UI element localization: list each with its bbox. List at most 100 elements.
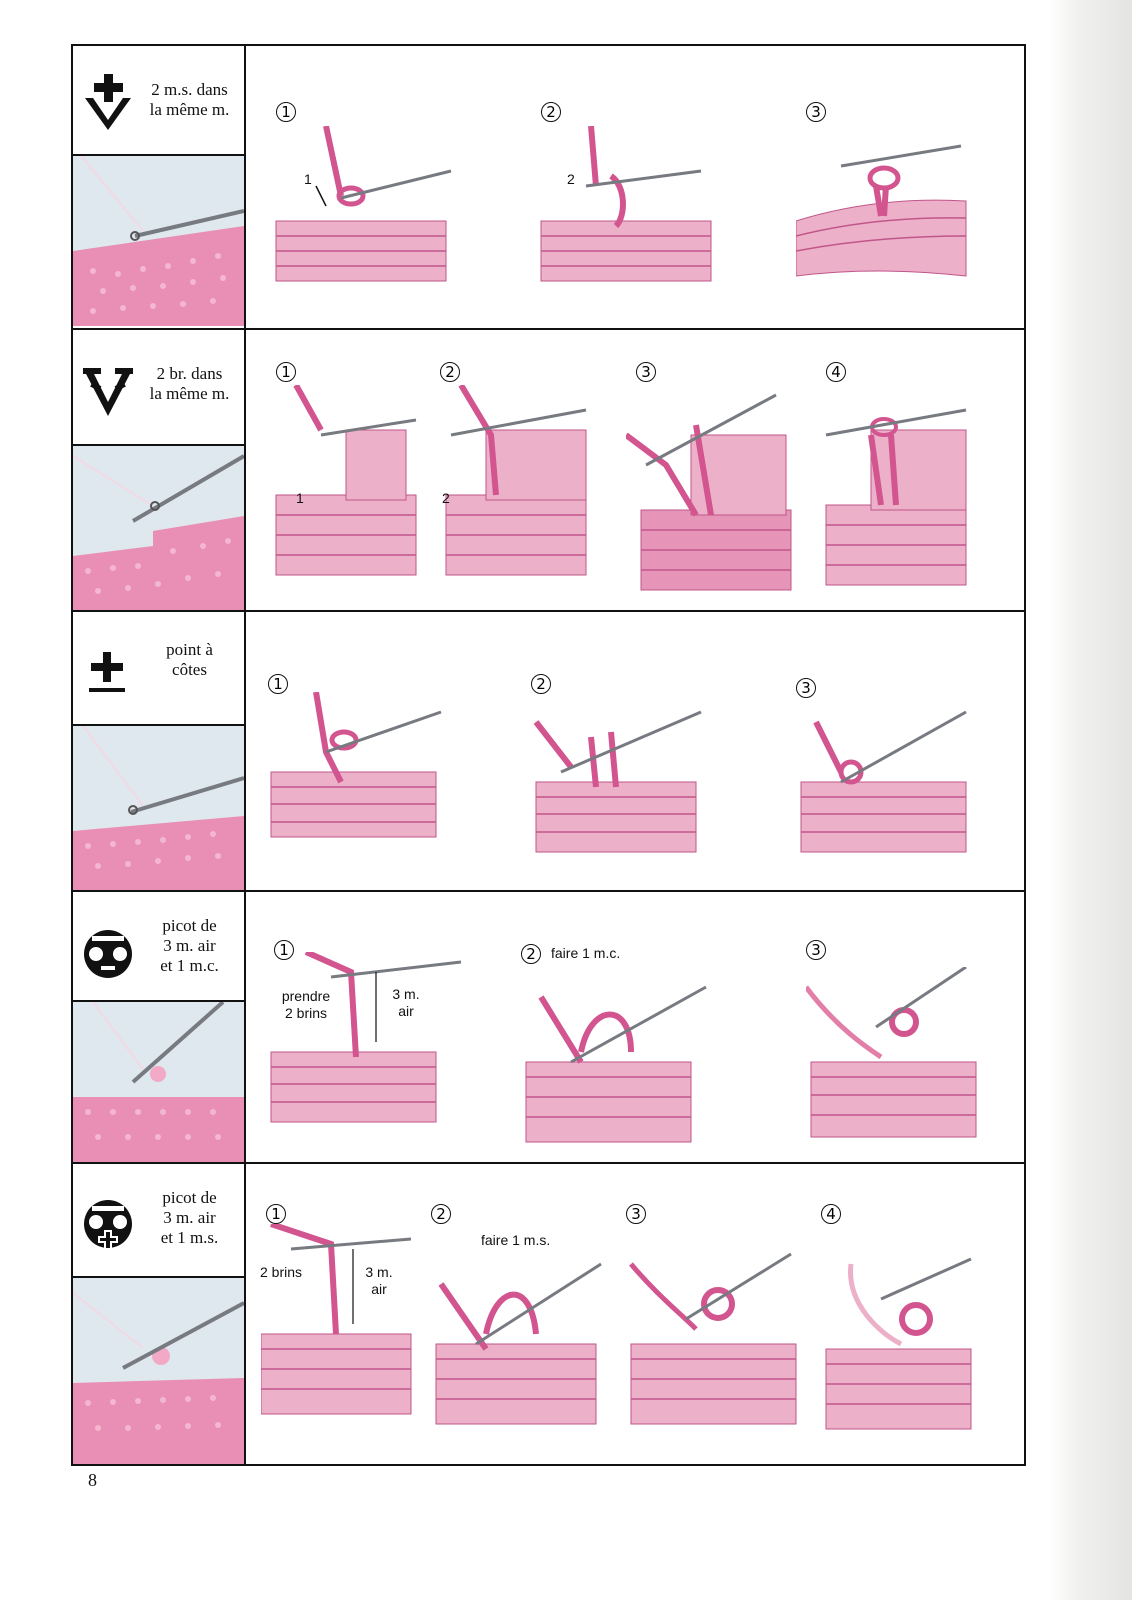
label-line: et 1 m.c. xyxy=(160,956,219,975)
note-line: 2 brins xyxy=(259,1264,303,1280)
symbol-box: 2 m.s. dans la même m. xyxy=(73,46,244,156)
label-line: 2 m.s. dans xyxy=(151,80,228,99)
picot-single-crochet-icon xyxy=(84,1200,132,1250)
step-3: 3 xyxy=(786,892,1016,1164)
step-illustration xyxy=(533,710,702,853)
step-number: 2 xyxy=(431,1204,451,1224)
step-illustration xyxy=(796,144,967,277)
step-3: 3 xyxy=(776,46,1016,328)
step-illustration xyxy=(800,710,967,853)
step-illustration xyxy=(525,985,707,1143)
page-number: 8 xyxy=(88,1470,97,1490)
label-line: picot de xyxy=(162,916,217,935)
step-number: 2 xyxy=(531,674,551,694)
stitch-label: point à côtes xyxy=(137,640,242,680)
label-line: 2 br. dans xyxy=(156,364,223,383)
step-number: 3 xyxy=(806,102,826,122)
note-line: air xyxy=(371,1281,387,1297)
step-number: 4 xyxy=(821,1204,841,1224)
step-illustration xyxy=(261,1224,412,1415)
stitch-photo xyxy=(73,1002,244,1162)
step-1: 1 prendre 2 brins 3 m. air xyxy=(246,892,506,1164)
row-left-column: picot de 3 m. air et 1 m.c. xyxy=(73,892,246,1162)
step-number: 2 xyxy=(440,362,460,382)
step-number: 1 xyxy=(268,674,288,694)
row-left-column: 2 br. dans la même m. xyxy=(73,330,246,610)
step-number: 2 xyxy=(521,944,541,964)
step-illustration xyxy=(435,1262,602,1425)
stitch-table: 2 m.s. dans la même m. xyxy=(71,44,1026,1466)
row-left-column: point à côtes xyxy=(73,612,246,890)
note-line: 2 brins xyxy=(284,1005,328,1021)
step-illustration xyxy=(270,952,462,1123)
label-line: côtes xyxy=(172,660,207,679)
arrow-label: 2 xyxy=(567,171,575,187)
row-left-column: 2 m.s. dans la même m. xyxy=(73,46,246,328)
step-number: 4 xyxy=(826,362,846,382)
symbol-box: 2 br. dans la même m. xyxy=(73,330,244,446)
step-illustration xyxy=(629,1252,797,1425)
label-line: et 1 m.s. xyxy=(160,1228,219,1247)
note-line: prendre xyxy=(281,988,331,1004)
ribbed-stitch-icon xyxy=(89,652,125,692)
page-edge-shadow xyxy=(1048,0,1132,1600)
step-illustration xyxy=(270,692,442,838)
symbol-box: picot de 3 m. air et 1 m.s. xyxy=(73,1164,244,1278)
steps-area: 1 1 2 2 xyxy=(246,330,1024,610)
step-2: 2 2 xyxy=(511,46,771,328)
label-line: picot de xyxy=(162,1188,217,1207)
stitch-row-3: point à côtes xyxy=(73,610,1024,890)
label-line: 3 m. air xyxy=(163,1208,216,1227)
note-line: 3 m. xyxy=(392,986,420,1002)
stitch-row-1: 2 m.s. dans la même m. xyxy=(73,46,1024,328)
step-illustration xyxy=(825,408,967,586)
label-line: la même m. xyxy=(149,384,230,403)
step-3: 3 xyxy=(626,1164,816,1466)
arrow-label: 2 xyxy=(442,490,450,506)
note-line: air xyxy=(398,1003,414,1019)
steps-area: 1 2 3 xyxy=(246,612,1024,890)
arrow-label: 1 xyxy=(304,171,312,187)
symbol-box: point à côtes xyxy=(73,612,244,726)
step-number: 3 xyxy=(796,678,816,698)
row-left-column: picot de 3 m. air et 1 m.s. xyxy=(73,1164,246,1464)
steps-area: 1 prendre 2 brins 3 m. air 2 xyxy=(246,892,1024,1162)
step-3: 3 xyxy=(626,330,811,612)
step-2: 2 faire 1 m.s. xyxy=(431,1164,621,1466)
stitch-label: picot de 3 m. air et 1 m.c. xyxy=(137,916,242,976)
step-2: 2 2 xyxy=(436,330,621,612)
stitch-photo xyxy=(73,1278,244,1464)
stitch-photo xyxy=(73,726,244,890)
symbol-box: picot de 3 m. air et 1 m.c. xyxy=(73,892,244,1002)
step-number: 3 xyxy=(806,940,826,960)
label-line: point à xyxy=(166,640,213,659)
step-illustration xyxy=(806,967,977,1138)
stitch-label: picot de 3 m. air et 1 m.s. xyxy=(137,1188,242,1248)
stitch-photo xyxy=(73,446,244,610)
step-illustration xyxy=(540,126,712,282)
stitch-label: 2 m.s. dans la même m. xyxy=(137,80,242,120)
step-2: 2 xyxy=(511,612,771,892)
increase-dc-sc-icon xyxy=(85,74,131,130)
step-4: 4 xyxy=(821,1164,1011,1466)
step-2: 2 faire 1 m.c. xyxy=(511,892,781,1164)
step-1: 1 2 brins 3 m. air xyxy=(246,1164,431,1466)
steps-area: 1 1 2 xyxy=(246,46,1024,328)
arrow-label: 1 xyxy=(296,490,304,506)
step-illustration xyxy=(626,393,792,591)
stitch-label: 2 br. dans la même m. xyxy=(137,364,242,404)
stitch-row-5: picot de 3 m. air et 1 m.s. xyxy=(73,1162,1024,1464)
stitch-row-2: 2 br. dans la même m. xyxy=(73,328,1024,610)
step-number: 1 xyxy=(276,362,296,382)
stitch-row-4: picot de 3 m. air et 1 m.c. xyxy=(73,890,1024,1162)
step-1: 1 1 xyxy=(246,330,431,612)
step-number: 1 xyxy=(274,940,294,960)
step-note-left: prendre 2 brins xyxy=(271,988,341,1022)
increase-tr-icon xyxy=(83,368,133,416)
step-caption: faire 1 m.c. xyxy=(551,945,621,961)
step-illustration xyxy=(445,385,587,576)
label-line: 3 m. air xyxy=(163,936,216,955)
step-number: 3 xyxy=(626,1204,646,1224)
step-note-right: 3 m. air xyxy=(381,986,431,1020)
step-illustration xyxy=(275,126,452,282)
